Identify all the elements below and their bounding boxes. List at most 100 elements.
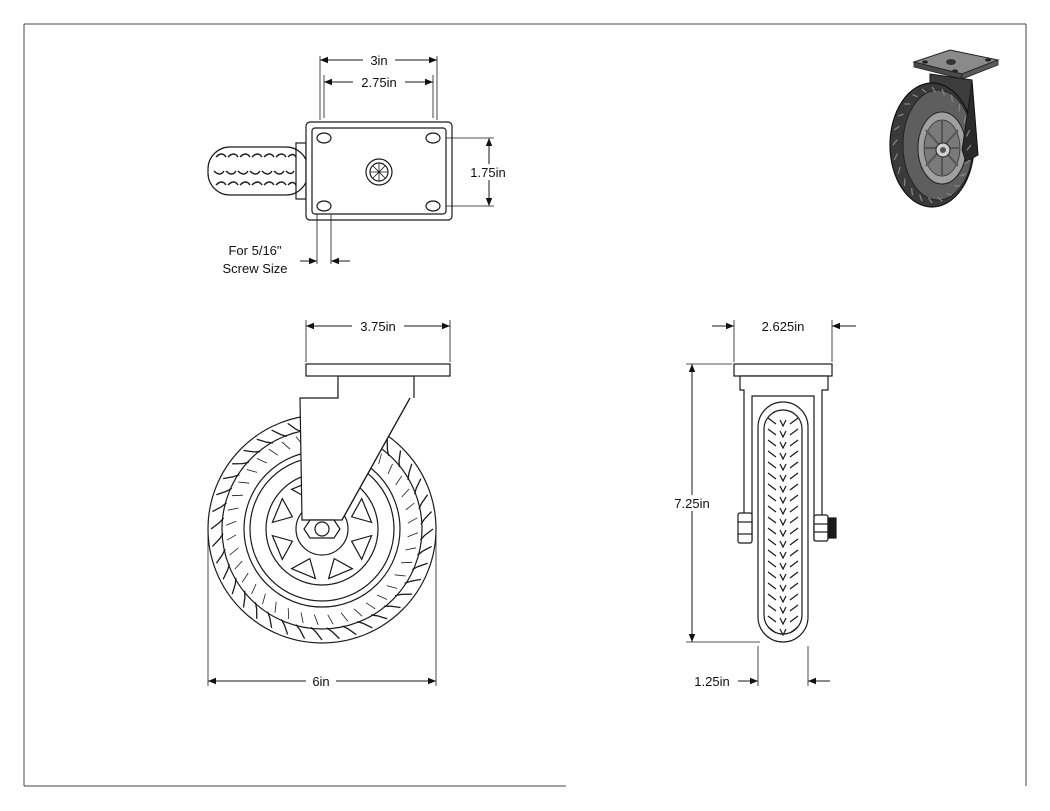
tread-lug <box>211 533 224 547</box>
tread-groove <box>251 583 257 595</box>
tread-groove <box>313 614 319 626</box>
label-mask <box>306 673 336 689</box>
side-tread-lug <box>767 593 799 604</box>
mounting-holes <box>316 132 441 212</box>
tread-lug <box>417 545 432 556</box>
tread-groove <box>262 593 266 605</box>
dim-top-width-inner: 2.75in <box>361 75 396 90</box>
side-tread-lug <box>767 417 799 428</box>
tread-lug <box>232 461 249 465</box>
side-tread-lug <box>767 461 799 472</box>
side-tread-lug <box>767 560 799 571</box>
tread-lug <box>326 627 340 640</box>
side-tread-lug <box>767 505 799 516</box>
label-mask <box>352 318 404 334</box>
hub-cutout <box>271 534 294 561</box>
tread-lug <box>356 620 373 629</box>
tread-groove <box>241 572 249 583</box>
dim-wheel-width: 1.25in <box>694 674 729 689</box>
tread-groove <box>327 614 334 625</box>
tread-groove <box>287 608 290 620</box>
tread-groove <box>340 612 349 622</box>
tread-lug <box>310 626 323 641</box>
dim-wheel-diameter: 6in <box>312 674 329 689</box>
tread-groove <box>365 602 376 610</box>
tread-lug <box>216 487 233 496</box>
side-tread-lug <box>767 439 799 450</box>
tread-lug <box>212 502 227 513</box>
tread-groove <box>387 463 393 475</box>
tread-groove <box>386 585 398 589</box>
side-tread-lug <box>767 428 799 439</box>
tread-groove <box>378 453 382 465</box>
tread-lug <box>370 614 388 620</box>
tread-lug <box>243 449 261 453</box>
tread-groove <box>407 517 418 524</box>
dim-side-top-width: 2.625in <box>762 319 805 334</box>
hub-cutout <box>350 497 373 524</box>
label-mask <box>353 74 405 90</box>
side-axle <box>737 512 837 544</box>
tread-groove <box>268 448 279 456</box>
tread-lug <box>256 438 274 444</box>
tread-lug <box>266 611 273 629</box>
front-top-plate <box>305 363 451 377</box>
label-mask <box>363 52 395 68</box>
hub-cutout <box>327 557 354 580</box>
top-view-wheel <box>207 142 309 200</box>
side-tread-lug <box>767 527 799 538</box>
tread-groove <box>401 561 413 564</box>
tread-lug <box>280 618 289 635</box>
side-tread-lug <box>767 604 799 615</box>
tread-groove <box>281 441 291 450</box>
tread-lug <box>413 478 422 495</box>
tread-lug <box>341 625 357 636</box>
tread-lug <box>420 511 433 525</box>
tread-lug <box>411 562 428 571</box>
side-tread-lug <box>767 582 799 593</box>
tread-lug <box>215 548 226 564</box>
tread-groove <box>231 494 243 497</box>
side-tread-lug <box>767 626 799 637</box>
top-view <box>207 56 494 265</box>
dim-top-width-outer: 3in <box>370 53 387 68</box>
tread-lug <box>407 463 413 481</box>
tread-groove <box>394 574 406 577</box>
tread-groove <box>353 608 363 617</box>
front-axle-nut <box>303 519 341 539</box>
side-tread-lug <box>767 472 799 483</box>
tread-groove <box>300 612 304 624</box>
side-tire <box>757 401 809 643</box>
side-tread-lug <box>767 494 799 505</box>
tread-lug <box>231 577 237 595</box>
side-tread-lug <box>767 516 799 527</box>
side-tread-lug <box>767 571 799 582</box>
side-tread-lug <box>767 538 799 549</box>
tread-groove <box>401 488 410 498</box>
tread-groove <box>407 532 419 538</box>
tread-groove <box>234 560 243 570</box>
tread-lug <box>386 439 390 456</box>
tread-lug <box>210 517 225 530</box>
top-view-tread <box>213 153 297 186</box>
side-tire-tread <box>767 417 799 637</box>
tread-lug <box>254 602 258 619</box>
dim-overall-height: 7.25in <box>674 496 709 511</box>
side-top-plate <box>733 363 833 377</box>
tread-groove <box>225 520 237 526</box>
hub-cutout <box>350 534 373 561</box>
tread-lug <box>419 528 434 541</box>
tread-groove <box>256 458 268 464</box>
tread-groove <box>238 481 250 484</box>
tread-lug <box>222 473 240 480</box>
side-tread-lug <box>767 483 799 494</box>
side-tread-lug <box>767 450 799 461</box>
tread-lug <box>222 563 231 580</box>
tread-lug <box>242 590 246 608</box>
tread-groove <box>229 547 239 556</box>
isometric-view <box>889 49 1000 208</box>
tread-lug <box>418 494 429 510</box>
side-view <box>686 320 856 686</box>
tread-groove <box>405 547 417 551</box>
